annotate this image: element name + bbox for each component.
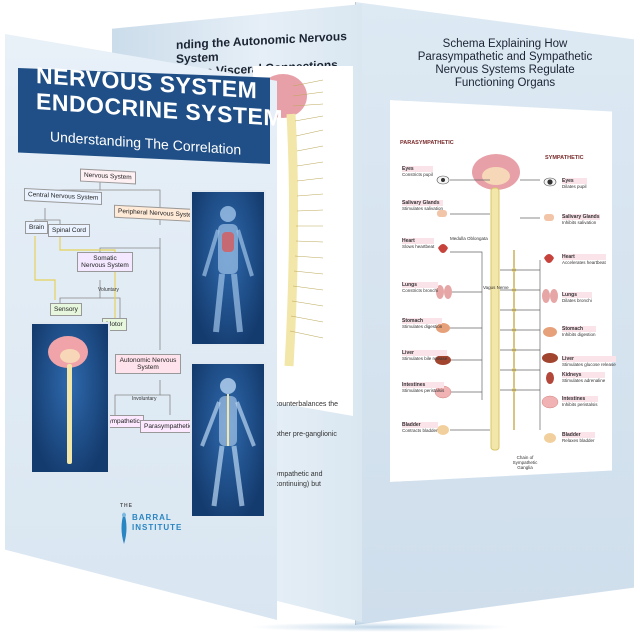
mid-spinal-column: [284, 113, 299, 367]
node-parasympathetic: Parasympathetic: [140, 420, 197, 433]
sympathetic-ganglia-chain: [511, 250, 517, 430]
sym-organ-name: Lungs: [562, 292, 592, 298]
sym-organ-effect: Stimulates glucose release: [562, 362, 616, 367]
sym-organ-effect: Dilates pupil: [562, 184, 587, 189]
parasympathetic-label: PARASYMPATHETIC: [400, 140, 454, 146]
para-organ-name: Intestines: [402, 382, 445, 388]
nervous-system-figure-photo: [190, 362, 266, 518]
para-organ-effect: Stimulates salivation: [402, 206, 444, 211]
sym-organ-name: Kidneys: [562, 372, 606, 378]
para-organ-name: Stomach: [402, 318, 443, 324]
autonomic-schema-diagram: [434, 154, 559, 451]
para-organ-name: Salivary Glands: [402, 200, 444, 206]
medulla-label: Medulla Oblongata: [450, 236, 488, 241]
para-organ-name: Eyes: [402, 166, 433, 172]
para-organ-name: Bladder: [402, 422, 438, 428]
ganglia-label: Chain of Sympathetic Ganglia: [512, 455, 538, 470]
brain-spine-illustration: [48, 336, 88, 464]
sym-organ-name: Eyes: [562, 178, 587, 184]
sym-organ-effect: Inhibits salivation: [562, 220, 597, 225]
right-panel-title: Schema Explaining How Parasympathetic an…: [417, 38, 593, 89]
vagus-label: Vagus Nerve: [483, 285, 509, 290]
sym-organ-name: Liver: [562, 356, 616, 362]
logo-name: BARRAL INSTITUTE: [132, 513, 183, 532]
mid-body-line-4: continuing) but: [275, 481, 321, 488]
sympathetic-organ-icons: [541, 177, 559, 443]
sym-organ-name: Heart: [562, 254, 606, 260]
sym-organ-effect: Inhibits digestion: [562, 332, 596, 337]
body-organs-photo: [190, 190, 266, 346]
para-organ-effect: Contracts bladder: [402, 428, 438, 433]
node-autonomic: Autonomic Nervous System: [115, 354, 181, 374]
para-organ-effect: Stimulates bile release: [402, 356, 448, 361]
sym-organ-name: Intestines: [562, 396, 598, 402]
sym-organ-effect: Relaxes bladder: [562, 438, 595, 443]
sympathetic-label: SYMPATHETIC: [545, 155, 584, 161]
sym-organ-effect: Dilates bronchi: [562, 298, 592, 303]
para-organ-name: Lungs: [402, 282, 439, 288]
node-sensory: Sensory: [50, 303, 82, 316]
brain-spine-photo: [30, 322, 110, 474]
barral-logo-mark: [121, 512, 127, 544]
sym-organ-name: Stomach: [562, 326, 596, 332]
para-organ-name: Liver: [402, 350, 448, 356]
sym-organ-effect: Accelerates heartbeat: [562, 260, 606, 265]
logo-the: THE: [120, 503, 133, 509]
brain-stem-illustration: [482, 167, 510, 185]
para-organ-effect: Constricts pupil: [402, 172, 433, 177]
sym-organ-effect: Stimulates adrenaline: [562, 378, 606, 383]
human-figure-nerves: [200, 378, 256, 507]
sym-organ-name: Salivary Glands: [562, 214, 600, 220]
mid-body-line-2: other pre-ganglionic: [275, 431, 337, 438]
para-organ-effect: Slows heartbeat: [402, 244, 435, 249]
node-somatic: Somatic Nervous System: [77, 252, 133, 272]
mid-body-line-3: ympathetic and: [275, 471, 323, 478]
para-organ-name: Heart: [402, 238, 435, 244]
para-organ-effect: Constricts bronchi: [402, 288, 439, 293]
mid-body-line-1: counterbalances the: [275, 401, 339, 408]
human-figure-organs: [202, 206, 254, 333]
node-voluntary: Voluntary: [98, 287, 119, 293]
sym-organ-name: Bladder: [562, 432, 595, 438]
parasympathetic-organ-icons: [434, 175, 452, 435]
spinal-nerve-lines: [289, 79, 324, 339]
node-brain: Brain: [25, 221, 49, 234]
node-spinal-cord: Spinal Cord: [48, 224, 90, 237]
para-organ-effect: Stimulates digestion: [402, 324, 443, 329]
title-banner: [18, 68, 270, 164]
node-involuntary: Involuntary: [132, 396, 157, 402]
para-organ-effect: Stimulates peristalsis: [402, 388, 445, 393]
sym-organ-effect: Inhibits peristalsis: [562, 402, 598, 407]
floor-shadow: [250, 622, 510, 632]
nerve-connections: [450, 179, 541, 431]
spinal-cord: [490, 187, 500, 451]
